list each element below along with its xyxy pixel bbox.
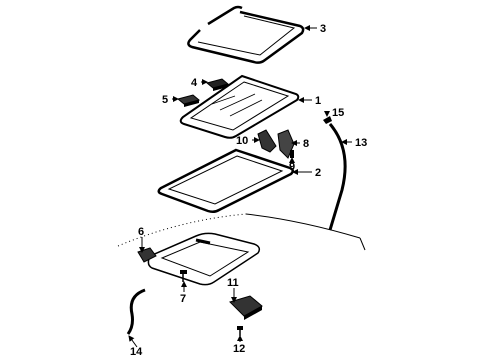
callout-3: 3 <box>320 23 326 35</box>
sunroof-housing <box>147 232 261 286</box>
callout-15: 15 <box>332 107 344 119</box>
callout-14: 14 <box>130 346 143 358</box>
callout-11: 11 <box>227 277 239 289</box>
drain-hose-left <box>126 288 146 335</box>
motor-bracket-11 <box>229 295 263 320</box>
leader-lines <box>128 25 352 348</box>
callout-9: 9 <box>289 161 295 173</box>
bolt-9 <box>290 150 294 158</box>
screw-12 <box>237 326 243 336</box>
callout-10: 10 <box>236 135 248 147</box>
sunroof-frame <box>157 148 294 214</box>
callout-13: 13 <box>355 137 367 149</box>
clip-15 <box>323 116 332 124</box>
guide-block-5 <box>176 94 201 107</box>
drain-hose-right <box>328 123 347 231</box>
callout-5: 5 <box>162 94 168 106</box>
screw-7 <box>180 270 187 282</box>
roof-outline <box>117 213 366 251</box>
callout-2: 2 <box>315 167 321 179</box>
weatherstrip-seal <box>187 5 305 64</box>
bracket-10 <box>257 129 277 153</box>
callout-7: 7 <box>180 293 186 305</box>
callout-6: 6 <box>138 226 144 238</box>
glass-panel <box>179 74 300 139</box>
callout-1: 1 <box>315 95 321 107</box>
callout-12: 12 <box>233 343 245 355</box>
callout-8: 8 <box>303 138 309 150</box>
guide-block-4 <box>205 78 230 91</box>
callout-4: 4 <box>191 77 198 89</box>
bracket-6 <box>137 247 157 263</box>
